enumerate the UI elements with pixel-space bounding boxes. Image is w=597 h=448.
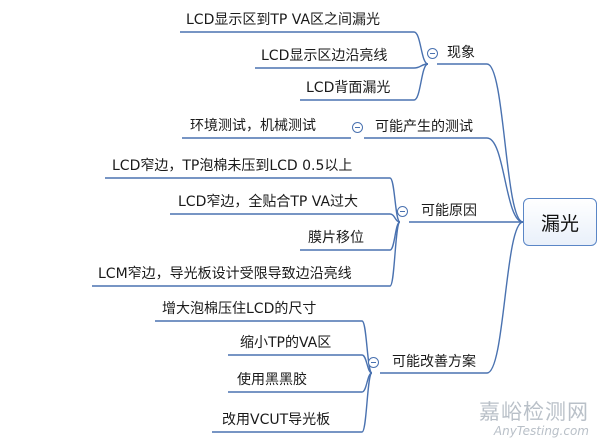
branch-label-fangan: 可能改善方案	[392, 354, 476, 370]
leaf-label: 膜片移位	[308, 230, 364, 246]
collapse-toggle-yuanyin[interactable]	[397, 206, 408, 217]
connector-leaf	[413, 31, 429, 65]
leaf-label: 环境测试，机械测试	[190, 118, 316, 134]
connector-leaf	[389, 177, 401, 223]
leaf-label: 缩小TP的VA区	[240, 335, 332, 351]
leaf-label: 增大泡棉压住LCD的尺寸	[162, 301, 317, 317]
connector-leaf	[361, 354, 373, 374]
leaf-label: LCD背面漏光	[306, 80, 391, 96]
connector-leaf	[389, 221, 401, 287]
branch-label-xianxiang: 现象	[447, 45, 475, 61]
leaf-label: LCD窄边，全贴合TP VA过大	[178, 194, 359, 210]
connector-leaf	[361, 320, 373, 374]
connector-root-branch-fangan	[486, 221, 524, 374]
root-node[interactable]: 漏光	[523, 198, 597, 246]
connector-leaf	[361, 372, 373, 433]
leaf-label: LCD显示区到TP VA区之间漏光	[186, 12, 381, 28]
branch-label-yuanyin: 可能原因	[421, 203, 477, 219]
leaf-label: LCD显示区边沿亮线	[261, 48, 388, 64]
leaf-label: 改用VCUT导光板	[222, 412, 331, 428]
branch-label-ceshi: 可能产生的测试	[375, 119, 473, 135]
collapse-toggle-xianxiang[interactable]	[427, 48, 438, 59]
connector-root-branch-xianxiang	[486, 63, 524, 223]
leaf-label: LCD窄边，TP泡棉未压到LCD 0.5以上	[112, 158, 353, 174]
connector-root-branch-ceshi	[486, 137, 524, 223]
collapse-toggle-ceshi[interactable]	[352, 122, 363, 133]
connector-leaf	[413, 63, 429, 101]
leaf-label: 使用黑黑胶	[237, 372, 307, 388]
collapse-toggle-fangan[interactable]	[368, 357, 379, 368]
leaf-label: LCM窄边，导光板设计受限导致边沿亮线	[98, 266, 352, 282]
